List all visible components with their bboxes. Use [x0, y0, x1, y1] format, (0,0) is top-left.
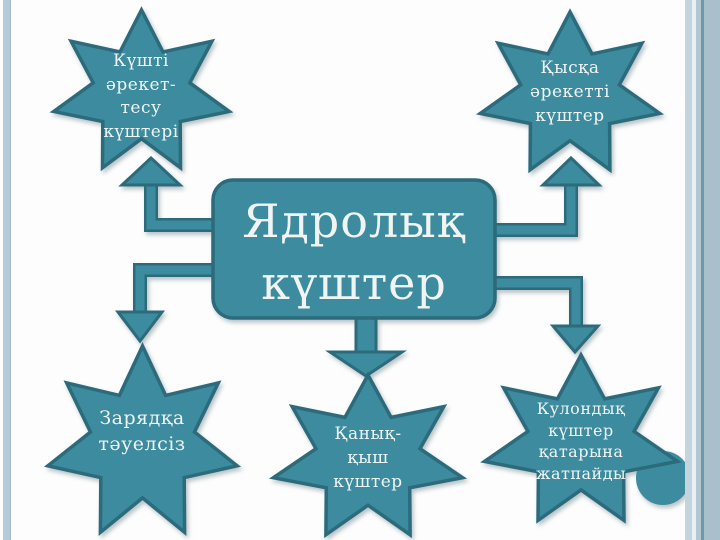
- star-shape-bottom-center: [268, 371, 468, 539]
- arrowhead-top-left: [118, 155, 184, 187]
- connector-bottom-left: [133, 263, 213, 314]
- arrowhead-top-right: [539, 155, 603, 187]
- center-box-shape: [211, 178, 497, 320]
- arrowhead-bottom-center: [325, 350, 407, 378]
- star-shape-top-right: [475, 8, 665, 174]
- connector-top-right-core: [495, 183, 576, 235]
- connector-bottom-right: [495, 276, 583, 328]
- star-shape-top-left: [49, 6, 234, 172]
- right-stripe-1: [685, 0, 692, 540]
- connector-top-left: [144, 182, 213, 232]
- arrowhead-bottom-right: [549, 324, 602, 355]
- right-stripe-line: [701, 0, 704, 540]
- right-border-stripes: [685, 0, 720, 540]
- right-stripe-3: [696, 0, 701, 540]
- right-stripe-4: [704, 0, 720, 540]
- connector-arrows: [114, 155, 603, 378]
- connector-bottom-left-core: [135, 265, 213, 314]
- right-stripe-2: [692, 0, 696, 540]
- connector-top-left-core: [146, 182, 213, 230]
- connector-top-right: [495, 183, 578, 237]
- left-border-stripe: [3, 0, 11, 540]
- star-shape-bottom-right: [480, 351, 682, 524]
- arrowhead-bottom-left: [114, 310, 166, 344]
- connector-bottom-right-core: [495, 278, 581, 328]
- star-shape-bottom-left: [43, 341, 242, 537]
